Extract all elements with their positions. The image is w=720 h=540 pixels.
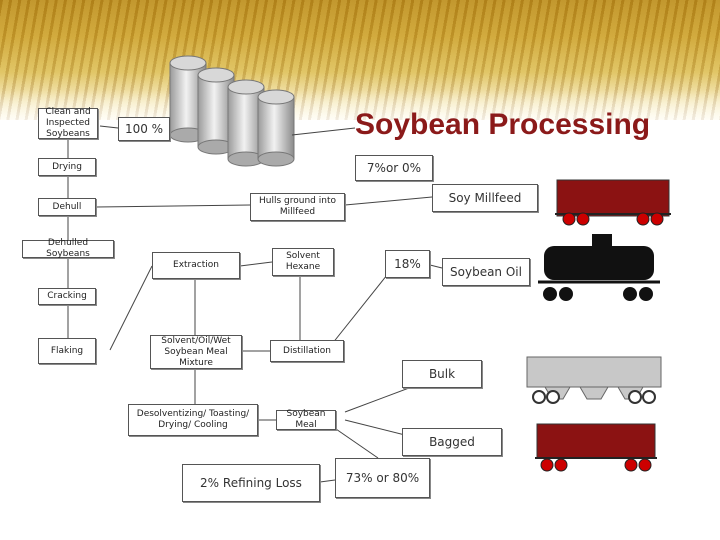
label-73-percent: 73% or 80% [335, 458, 430, 498]
step-drying: Drying [38, 158, 96, 176]
step-flaking: Flaking [38, 338, 96, 364]
label-soybean-oil: Soybean Oil [442, 258, 530, 286]
page-title: Soybean Processing [355, 108, 651, 141]
label-100-percent: 100 % [118, 117, 170, 141]
step-hulls-ground: Hulls ground into Millfeed [250, 193, 345, 221]
step-distillation: Distillation [270, 340, 344, 362]
step-cracking: Cracking [38, 288, 96, 305]
step-solvent-hexane: Solvent Hexane [272, 248, 334, 276]
hopper-car-icon [526, 356, 662, 404]
label-soy-millfeed: Soy Millfeed [432, 184, 538, 212]
tanker-car-icon [538, 234, 660, 301]
step-extraction: Extraction [152, 252, 240, 279]
boxcar-icon [555, 179, 671, 226]
step-mixture: Solvent/Oil/Wet Soybean Meal Mixture [150, 335, 242, 369]
label-18-percent: 18% [385, 250, 430, 278]
step-soybean-meal: Soybean Meal [276, 409, 336, 430]
step-dehulled-soybeans: Dehulled Soybeans [22, 238, 114, 259]
label-bagged: Bagged [402, 428, 502, 456]
label-bulk: Bulk [402, 360, 482, 388]
step-clean-soybeans: Clean and Inspected Soybeans [38, 107, 98, 139]
label-7-percent: 7%or 0% [355, 155, 433, 181]
silo-icon [257, 89, 295, 167]
step-dehull: Dehull [38, 198, 96, 216]
label-refining-loss: 2% Refining Loss [182, 464, 320, 502]
boxcar-icon-bagged [535, 423, 657, 472]
step-desolventizing: Desolventizing/ Toasting/ Drying/ Coolin… [128, 404, 258, 436]
silo-group-icon [169, 55, 295, 167]
